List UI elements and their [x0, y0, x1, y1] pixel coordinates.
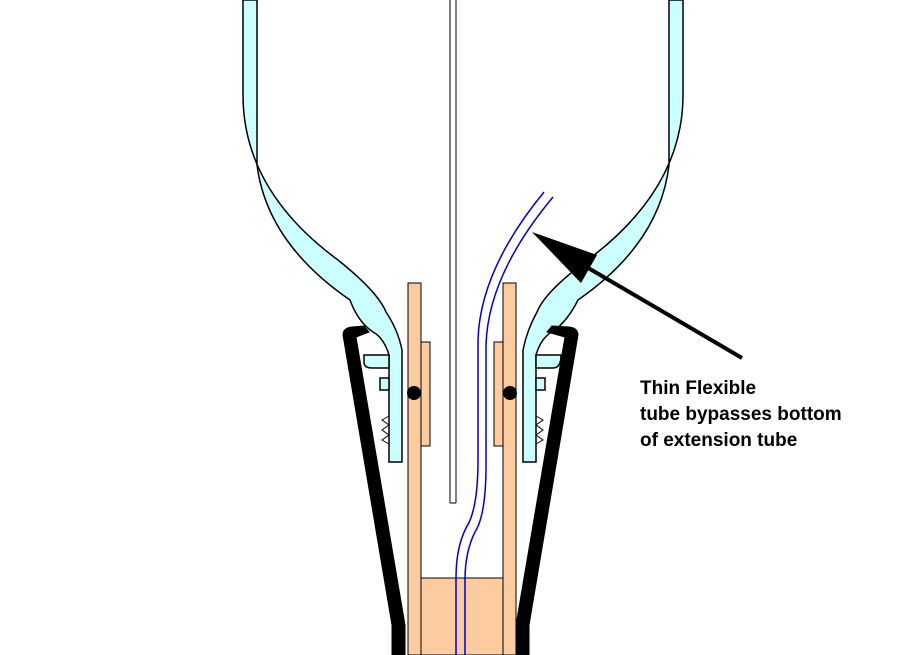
extension-tube-left-rail	[407, 282, 422, 655]
collar-left	[342, 325, 406, 655]
flask-left-wall	[242, 0, 403, 463]
flask-left-flange	[363, 354, 390, 369]
left-thread-spring	[381, 415, 390, 445]
central-rod	[449, 0, 457, 504]
annotation-label: Thin Flexible tube bypasses bottom of ex…	[640, 376, 900, 454]
extension-tube-right-rail	[502, 282, 517, 655]
black-collar	[342, 325, 579, 655]
o-rings	[407, 386, 517, 400]
glass-flask	[242, 0, 684, 463]
right-o-ring	[503, 386, 517, 400]
annotation-line-1: Thin Flexible	[640, 378, 757, 399]
annotation-line-2: tube bypasses bottom	[640, 404, 842, 425]
annotation-line-3: of extension tube	[640, 430, 798, 451]
right-thread-spring	[535, 415, 544, 445]
arrow-head	[532, 232, 597, 283]
flask-left-flange-lower	[379, 377, 390, 391]
flask-right-flange	[535, 354, 562, 369]
right-bushing	[493, 341, 504, 447]
extension-tube-plug	[420, 577, 504, 655]
thin-flexible-tube	[455, 191, 554, 655]
extension-tube	[407, 282, 517, 655]
left-o-ring	[407, 386, 421, 400]
left-bushing	[420, 341, 431, 447]
collar-right	[515, 325, 579, 655]
flask-right-wall	[522, 0, 684, 463]
annotation-arrow	[532, 232, 744, 360]
flask-right-flange-lower	[535, 377, 546, 391]
